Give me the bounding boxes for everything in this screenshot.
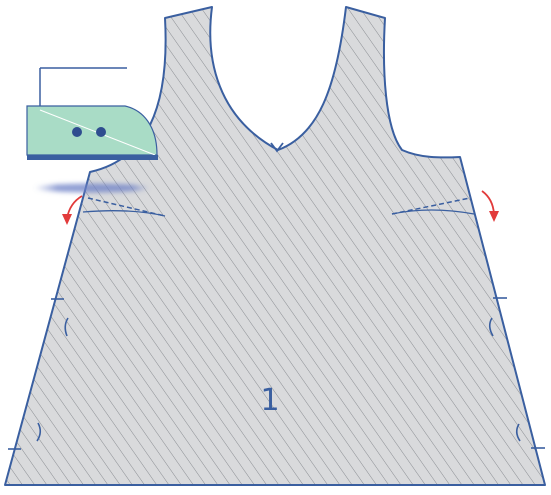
right-dart bbox=[391, 197, 475, 215]
iron-icon bbox=[26, 67, 158, 193]
center-notch bbox=[270, 142, 284, 153]
left-notches bbox=[8, 298, 69, 450]
fold-arrow-left-icon bbox=[62, 195, 83, 225]
fold-arrow-right-icon bbox=[481, 190, 499, 222]
piece-number-label: 1 bbox=[260, 383, 279, 418]
garment-piece bbox=[4, 6, 546, 486]
right-notches bbox=[488, 297, 545, 449]
left-dart bbox=[82, 197, 166, 217]
